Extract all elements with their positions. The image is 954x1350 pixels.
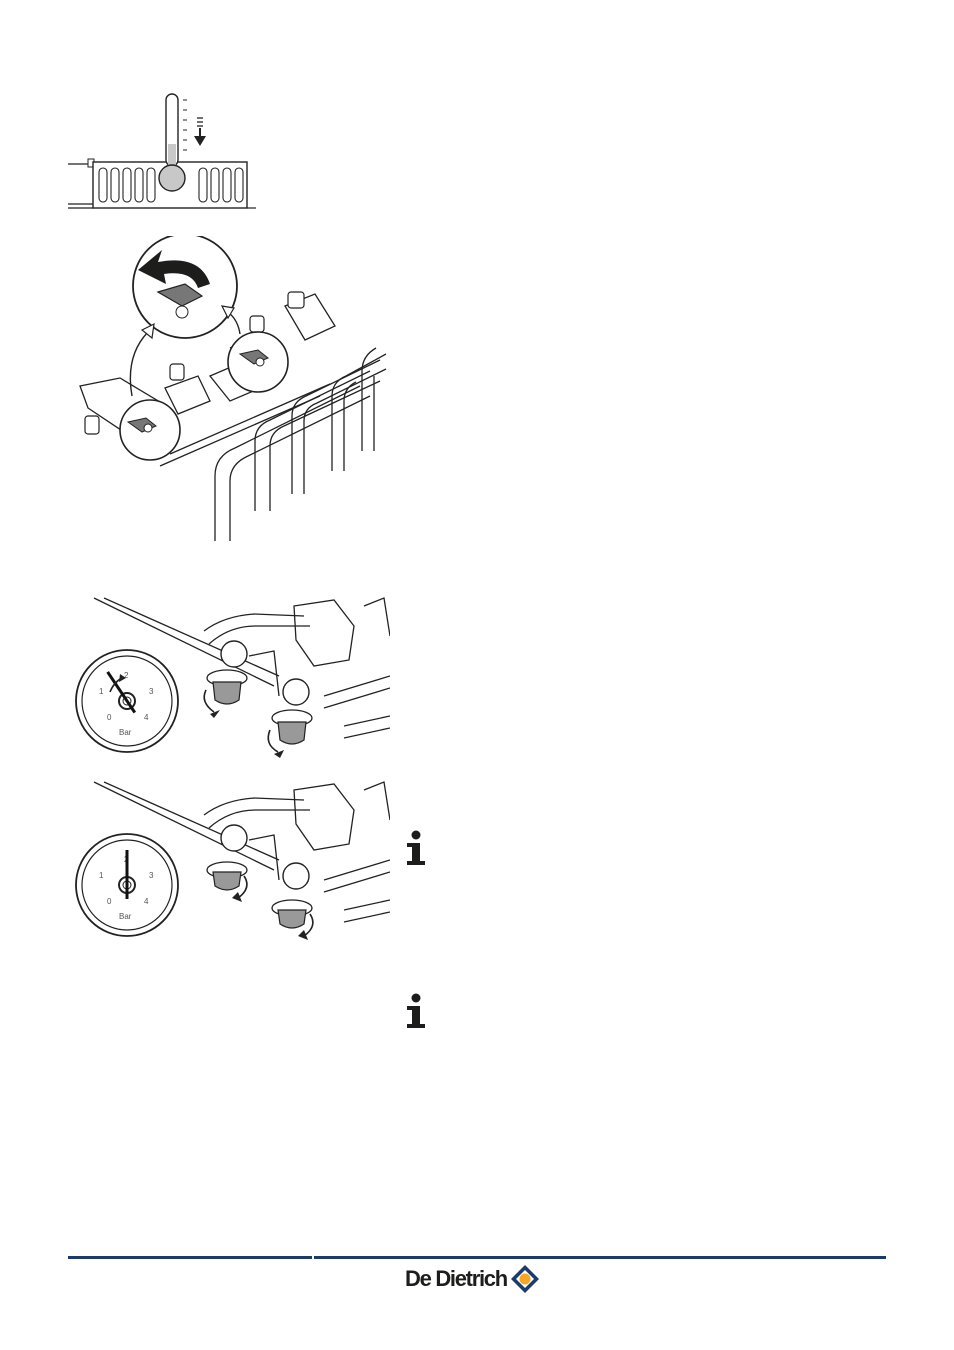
gauge-tick-1: 1 <box>99 871 104 880</box>
gauge-tick-3: 3 <box>149 871 154 880</box>
gauge-tick-1: 1 <box>99 687 104 696</box>
radiator-thermometer-figure <box>66 92 256 214</box>
gauge-tick-4: 4 <box>144 897 149 906</box>
pressure-gauge-icon: 0 1 2 3 4 Bar <box>76 650 178 752</box>
footer-divider <box>68 1256 886 1259</box>
info-icon <box>404 830 428 866</box>
thermometer-cooling-icon <box>66 92 256 214</box>
gauge-tick-4: 4 <box>144 713 149 722</box>
brand-logo: De Dietrich <box>405 1262 540 1296</box>
gauge-empty-figure: 0 1 2 3 4 Bar <box>74 780 390 942</box>
gauge-tick-0: 0 <box>107 897 112 906</box>
gauge-tick-3: 3 <box>149 687 154 696</box>
pressure-gauge-icon: 0 1 2 3 4 Bar <box>76 834 178 936</box>
gauge-tick-0: 0 <box>107 713 112 722</box>
valve-rotate-icon <box>70 236 390 544</box>
gauge-draining-figure: 0 1 2 3 4 Bar <box>74 596 390 758</box>
info-icon <box>404 993 428 1029</box>
gauge-unit: Bar <box>119 728 132 737</box>
valve-closing-figure <box>70 236 390 544</box>
brand-name: De Dietrich <box>405 1266 507 1292</box>
gauge-unit: Bar <box>119 912 132 921</box>
brand-diamond-icon <box>510 1264 540 1294</box>
